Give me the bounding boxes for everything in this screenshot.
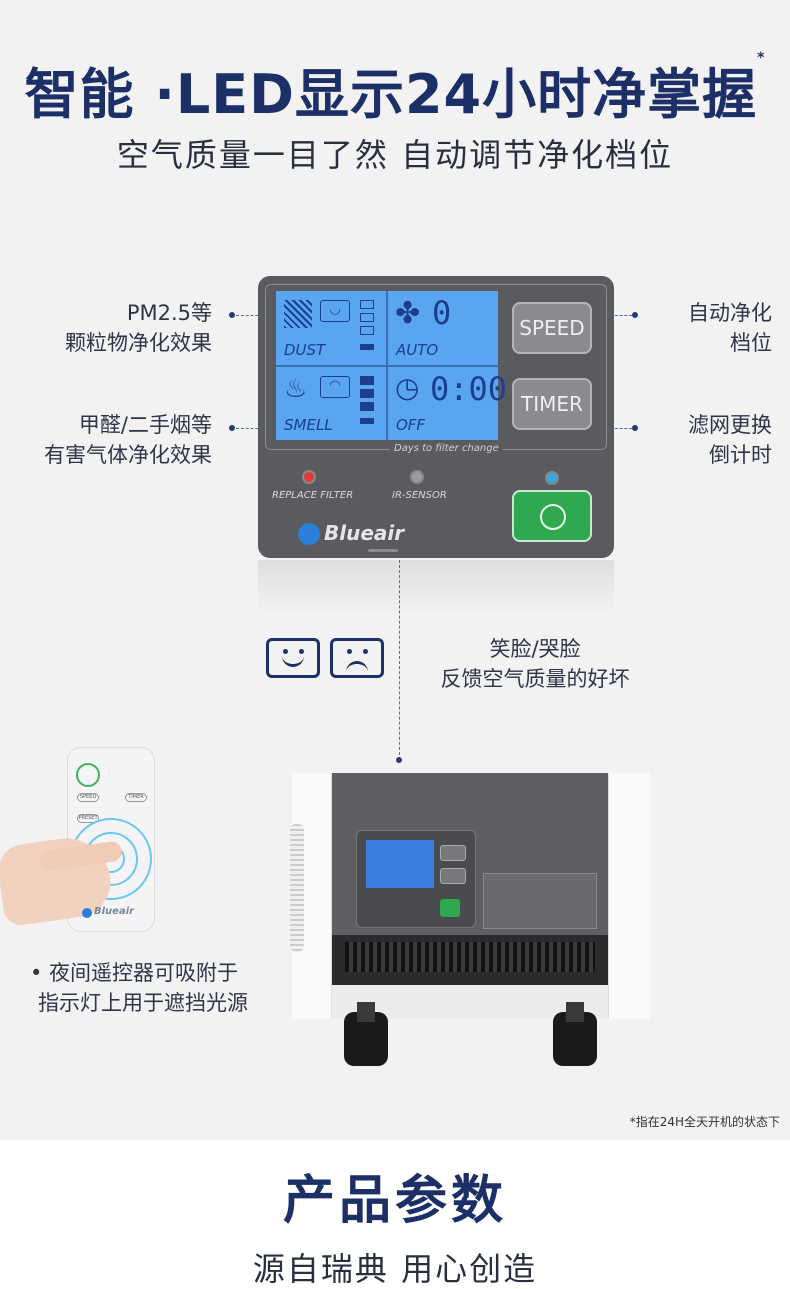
speed-button[interactable]: SPEED (512, 302, 592, 354)
callout-filter: 滤网更换 倒计时 (612, 410, 772, 470)
section-subtitle: 源自瑞典 用心创造 (252, 1250, 538, 1288)
callout-dot (632, 425, 638, 431)
purifier-timer-button (440, 868, 466, 884)
callout-filter-line1: 滤网更换 (688, 413, 772, 437)
sad-face-icon: ◠ (320, 376, 350, 398)
blueair-logo-icon (298, 523, 320, 545)
replace-filter-led (302, 470, 316, 484)
remote-preset-button[interactable]: PRESET (77, 814, 99, 823)
ir-sensor-label: IR-SENSOR (392, 490, 447, 501)
callout-gas: 甲醛/二手烟等 有害气体净化效果 (20, 410, 212, 470)
auto-label: AUTO (396, 341, 439, 359)
panel-slot (368, 549, 398, 552)
replace-filter-label: REPLACE FILTER (272, 490, 354, 501)
wheel-mount-right (566, 1002, 584, 1022)
level-bar (360, 376, 374, 385)
callout-auto-line2: 档位 (730, 331, 772, 355)
callout-gas-line2: 有害气体净化效果 (44, 443, 212, 467)
purifier-vent (345, 942, 595, 972)
smell-icon: ♨ (284, 374, 308, 404)
connector-line (399, 560, 400, 760)
remote-speed-button[interactable]: SPEED (77, 793, 99, 802)
panel-reflection (258, 560, 614, 615)
sad-face-icon (330, 638, 384, 678)
callout-dot (229, 312, 235, 318)
dust-icon (284, 300, 312, 328)
remote-logo-icon (82, 908, 92, 918)
clock-icon: ◷ (395, 371, 420, 404)
smiley-icon: ◡ (320, 300, 350, 322)
callout-pm25: PM2.5等 颗粒物净化效果 (20, 298, 212, 358)
callout-auto-line1: 自动净化 (688, 301, 772, 325)
level-bar (360, 344, 374, 350)
remote-note-line2: 指示灯上用于遮挡光源 (38, 991, 248, 1015)
callout-pm25-line2: 颗粒物净化效果 (65, 331, 212, 355)
smell-label: SMELL (284, 416, 333, 434)
level-bar (360, 326, 374, 335)
remote-brand: Blueair (94, 906, 135, 917)
remote-note-text1: 夜间遥控器可吸附于 (49, 961, 239, 985)
ir-sensor (410, 470, 424, 484)
dust-label: DUST (284, 341, 326, 359)
purifier-grille (290, 824, 304, 952)
purifier-side-right (608, 773, 650, 1019)
purifier-sensor-box (483, 873, 597, 929)
purifier-speed-button (440, 845, 466, 861)
faces-caption: 笑脸/哭脸 反馈空气质量的好坏 (420, 634, 650, 694)
remote-power-icon (76, 763, 100, 787)
purifier-lcd (366, 840, 434, 888)
power-button[interactable] (512, 490, 592, 542)
title-footnote-mark: * (757, 50, 766, 66)
purifier-power-button (440, 899, 460, 917)
brand-name: Blueair (324, 521, 405, 545)
wheel-mount-left (357, 1002, 375, 1022)
footer-band (0, 1140, 790, 1289)
faces-caption-line2: 反馈空气质量的好坏 (440, 667, 630, 691)
callout-dot (632, 312, 638, 318)
callout-pm25-line1: PM2.5等 (126, 301, 212, 325)
lcd-divider (276, 365, 498, 367)
page-title-text: 智能 ·LED显示24小时净掌握 (24, 63, 758, 126)
callout-line (596, 315, 632, 316)
power-led (545, 471, 559, 485)
happy-face-icon (266, 638, 320, 678)
connector-dot (396, 757, 402, 763)
page-subtitle: 空气质量一目了然 自动调节净化档位 (116, 136, 674, 174)
fan-icon: ✤ (395, 296, 421, 331)
power-icon (540, 504, 566, 530)
filter-days-caption: Days to filter change (390, 443, 503, 454)
level-bar (360, 313, 374, 322)
callout-dot (229, 425, 235, 431)
section-title: 产品参数 (282, 1171, 507, 1231)
callout-gas-line1: 甲醛/二手烟等 (78, 413, 212, 437)
faces-caption-line1: 笑脸/哭脸 (489, 637, 581, 661)
timer-readout: 0:00 (430, 370, 508, 408)
level-bar (360, 402, 374, 411)
remote-note: • 夜间遥控器可吸附于 指示灯上用于遮挡光源 (30, 958, 248, 1018)
callout-filter-line2: 倒计时 (709, 443, 772, 467)
footnote: *指在24H全天开机的状态下 (629, 1115, 780, 1129)
callout-line (596, 428, 632, 429)
level-bar (360, 389, 374, 398)
page-title: 智能 ·LED显示24小时净掌握* (0, 50, 790, 129)
remote-note-line1: • 夜间遥控器可吸附于 (30, 961, 239, 985)
remote-timer-button[interactable]: TIMER (125, 793, 147, 802)
level-bar (360, 300, 374, 309)
off-label: OFF (396, 416, 426, 434)
timer-button[interactable]: TIMER (512, 378, 592, 430)
callout-auto: 自动净化 档位 (612, 298, 772, 358)
speed-readout: 0 (432, 294, 452, 332)
level-bar (360, 418, 374, 424)
